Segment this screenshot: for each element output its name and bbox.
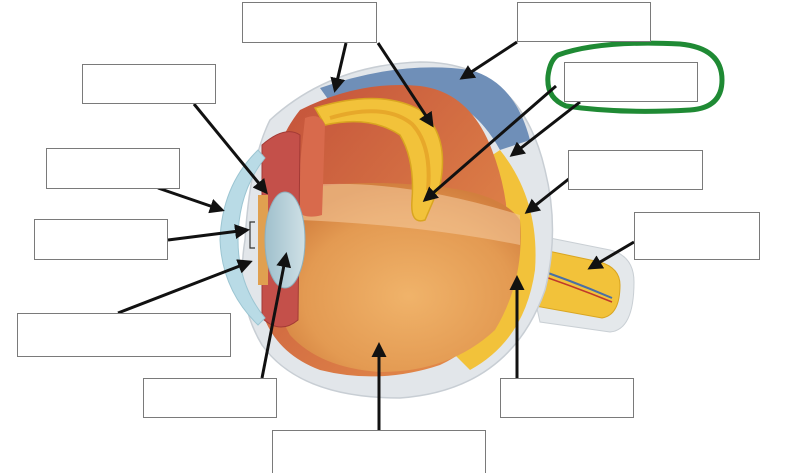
label-box-upper-left[interactable] <box>82 64 216 104</box>
label-box-left-2[interactable] <box>34 219 168 260</box>
lens <box>264 191 306 289</box>
arrow-bottom-left <box>260 252 292 379</box>
label-box-highlighted[interactable] <box>564 62 698 102</box>
arrow-top-center-a <box>330 42 348 93</box>
label-box-top-right[interactable] <box>517 2 651 42</box>
arrow-left-1 <box>157 186 225 214</box>
label-box-optic-nerve[interactable] <box>634 212 760 260</box>
retina-wall <box>455 150 536 370</box>
label-box-left-3[interactable] <box>17 313 231 357</box>
arrow-left-3 <box>117 259 253 315</box>
arrow-upper-left <box>192 103 268 195</box>
arrow-top-center-b <box>376 42 434 128</box>
label-box-right-1[interactable] <box>568 150 703 190</box>
arrow-highlighted-a <box>422 84 557 202</box>
label-box-bottom-center[interactable] <box>272 430 486 473</box>
retina-flap <box>313 97 444 222</box>
arrow-left-2 <box>167 224 250 242</box>
arrow-right-1 <box>524 176 571 214</box>
label-box-left-1[interactable] <box>46 148 180 189</box>
arrow-highlighted-b <box>509 100 581 157</box>
label-box-bottom-left[interactable] <box>143 378 277 418</box>
arrow-top-right <box>459 40 518 80</box>
iris <box>258 195 268 285</box>
highlight-circle <box>545 40 725 114</box>
arrow-optic-nerve <box>587 240 635 270</box>
label-box-bottom-right[interactable] <box>500 378 634 418</box>
label-box-top-center[interactable] <box>242 2 377 43</box>
